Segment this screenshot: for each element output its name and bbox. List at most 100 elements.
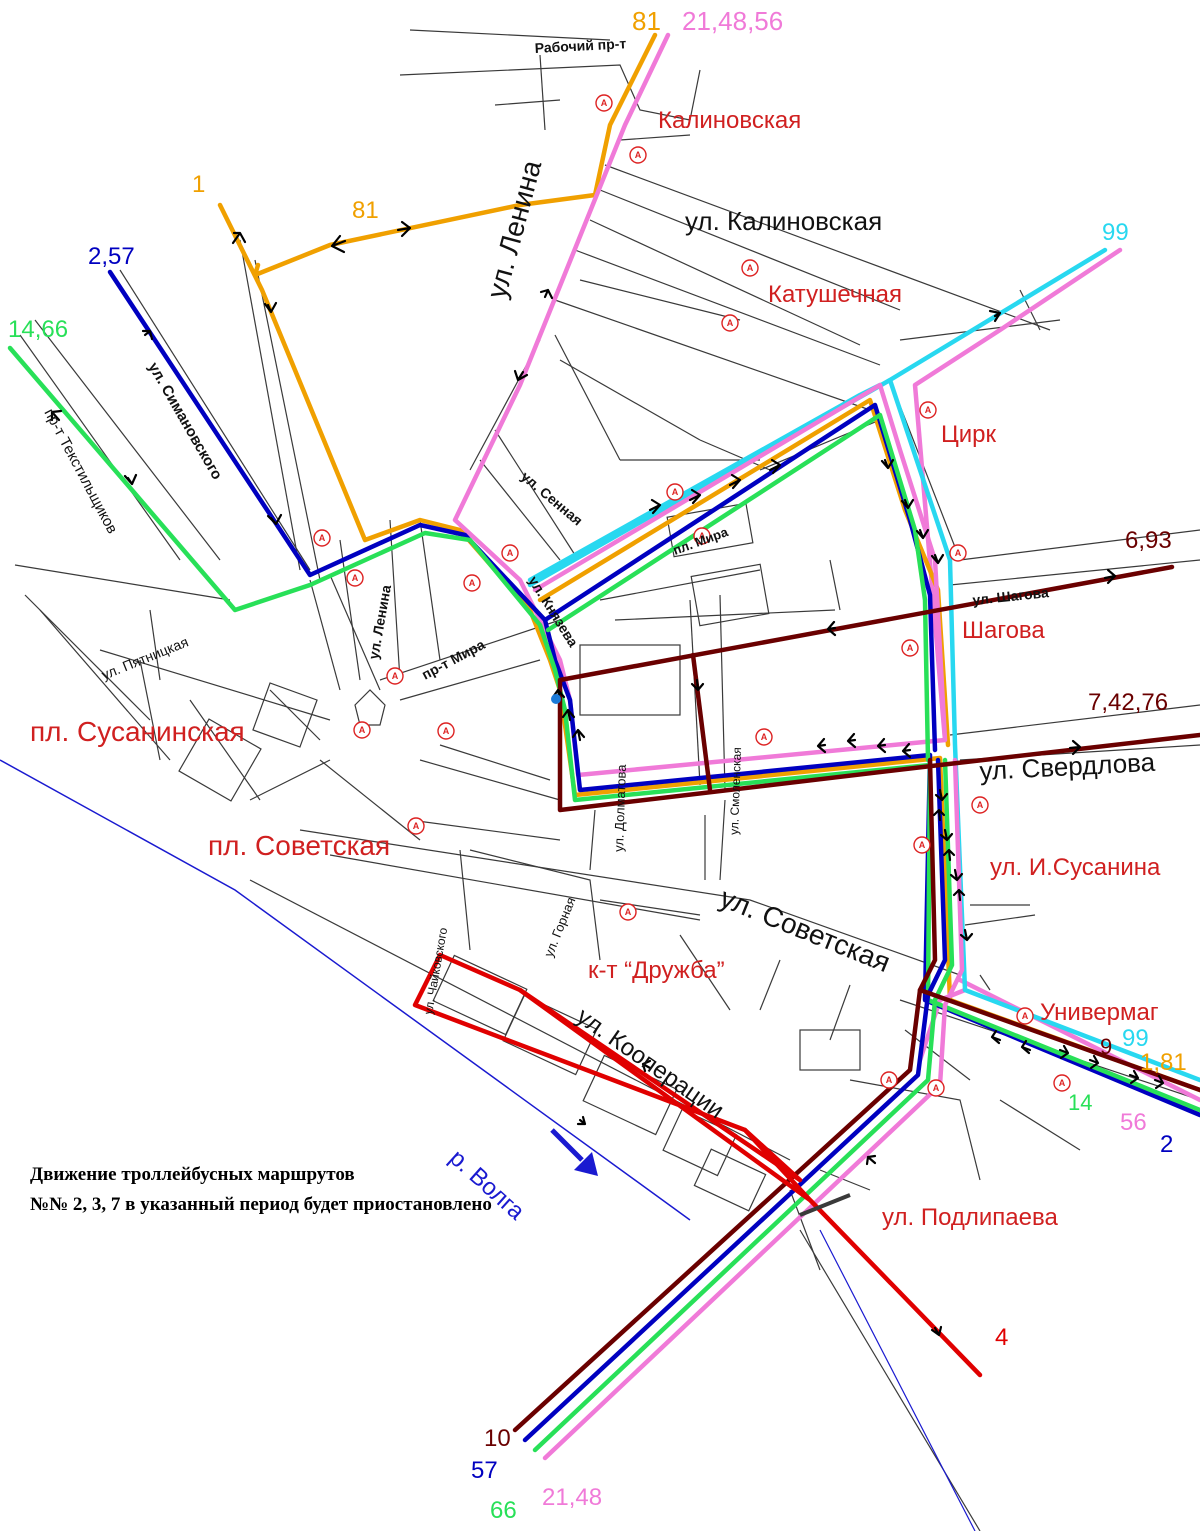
bus-stop-icon: [595, 94, 613, 112]
route-label-10: 10: [484, 1425, 511, 1452]
bus-stop-icon: [386, 667, 404, 685]
route-loop-green: [545, 412, 931, 763]
street-smolenskaya: ул. Смоленская: [727, 747, 744, 835]
bus-stop-letter: А: [413, 821, 420, 831]
bus-stop-icon: [313, 529, 331, 547]
bus-stop-letter: А: [977, 800, 984, 810]
bus-stop-letter: А: [635, 150, 642, 160]
bus-stop-icon: [353, 721, 371, 739]
street-network: [14, 29, 1200, 1531]
bus-stop-letter: А: [699, 531, 706, 541]
bus-stop-letter: А: [886, 1075, 893, 1085]
route-99: [527, 247, 1200, 1083]
route-label-2-57: 2,57: [88, 243, 135, 270]
route-number-labels: 81 21,48,56 1 81 2,57 14,66 99 6,93 7,42…: [8, 6, 1187, 1524]
bus-stop-icon: [880, 1071, 898, 1089]
route-label-9: 9: [1100, 1034, 1112, 1059]
route-south-blue: [522, 757, 948, 1443]
route-4: [412, 952, 983, 1378]
place-labels: Калиновская Катушечная Цирк Шагова пл. С…: [30, 107, 1161, 1231]
route-loop-pink: [532, 382, 948, 743]
street-gornaya: ул. Горная: [541, 895, 579, 959]
route-label-7-42-76: 7,42,76: [1088, 689, 1168, 716]
bus-stop-icon: [755, 728, 773, 746]
bus-stop-letter: А: [933, 1083, 940, 1093]
street-kalinovskaya: ул. Калиновская: [685, 206, 882, 236]
route-4-loop: [517, 987, 803, 1183]
stop-label-univermag: Универмаг: [1040, 999, 1159, 1026]
route-label-81-mid: 81: [352, 197, 379, 224]
bus-stop-letter: А: [352, 573, 359, 583]
notice-line-2: №№ 2, 3, 7 в указанный период будет прио…: [30, 1194, 492, 1215]
street-shagova: ул. Шагова: [972, 584, 1050, 608]
bus-stop-icon: [666, 483, 684, 501]
street-simanovskogo: ул. Симановского: [145, 360, 226, 483]
bus-stop-icon: [693, 527, 711, 545]
route-label-14-right: 14: [1068, 1090, 1092, 1115]
route-south-green: [532, 757, 955, 1453]
bus-stop-letter: А: [672, 487, 679, 497]
bus-stop-letter: А: [727, 318, 734, 328]
bus-stop-letter: А: [955, 548, 962, 558]
stop-label-kalinovskaya: Калиновская: [658, 107, 801, 134]
stop-label-shagova: Шагова: [962, 617, 1045, 644]
route-label-56-right: 56: [1120, 1109, 1147, 1136]
bus-stop-icon: [927, 1079, 945, 1097]
route-label-6-93: 6,93: [1125, 527, 1172, 554]
bus-stop-letter: А: [469, 578, 476, 588]
bus-stop-letter: А: [1022, 1011, 1029, 1021]
bus-stop-letter: А: [507, 548, 514, 558]
street-tekstilshchikov: пр-т Текстильщиков: [40, 406, 120, 537]
bus-stop-icon: [949, 544, 967, 562]
route-label-57: 57: [471, 1457, 498, 1484]
bus-stop-letter: А: [747, 263, 754, 273]
bus-stop-letter: А: [761, 732, 768, 742]
bus-stop-letter: А: [625, 907, 632, 917]
trolleybus-routes: [7, 32, 1200, 1461]
bus-stop-icon: [913, 836, 931, 854]
street-lenina-small: ул. Ленина: [365, 583, 394, 660]
bus-stop-icon: [1016, 1007, 1034, 1025]
bus-stop-icon: [407, 817, 425, 835]
notice-line-1: Движение троллейбусных маршрутов: [30, 1164, 355, 1185]
route-label-4: 4: [995, 1324, 1008, 1351]
street-pyatnitskaya: ул. Пятницкая: [99, 633, 190, 682]
street-sverdlova: ул. Свердлова: [979, 747, 1157, 786]
route-south-maroon: [512, 757, 938, 1433]
route-7-42-76: [690, 652, 1200, 1093]
bus-stop-icon: [463, 574, 481, 592]
bus-stop-letter: А: [319, 533, 326, 543]
stop-label-susaninskaya: пл. Сусанинская: [30, 716, 245, 747]
bus-stop-icon: [919, 401, 937, 419]
bus-stop-letter: А: [919, 840, 926, 850]
river-arrow-icon: [550, 1128, 598, 1176]
stop-label-sovetskaya-pl: пл. Советская: [208, 830, 390, 861]
direction-arrows: [50, 220, 1165, 1337]
route-6-93: [557, 564, 1200, 813]
bus-stop-icon: [1053, 1074, 1071, 1092]
bus-stop-letter: А: [925, 405, 932, 415]
route-label-2-right: 2: [1160, 1131, 1173, 1158]
street-dolmatova: ул. Долматова: [611, 763, 629, 852]
bus-stop-icon: [437, 722, 455, 740]
bus-stop-letter: А: [392, 671, 399, 681]
route-label-99-top: 99: [1102, 219, 1129, 246]
stop-label-katushechnaya: Катушечная: [768, 281, 902, 308]
route-label-21-48-56-top: 21,48,56: [682, 6, 783, 36]
bus-stop-icon: [346, 569, 364, 587]
route-label-21-48: 21,48: [542, 1484, 602, 1511]
volga-river: [0, 759, 976, 1531]
bus-stop-icon: [901, 639, 919, 657]
route-label-14-66: 14,66: [8, 316, 68, 343]
route-81-north: [252, 32, 658, 278]
street-rabochiy: Рабочий пр-т: [534, 35, 626, 56]
bus-stop-icon: [501, 544, 519, 562]
stop-label-druzhba: к-т “Дружба”: [588, 957, 725, 984]
bus-stop-letter: А: [1059, 1078, 1066, 1088]
street-lenina-big: ул. Ленина: [481, 157, 548, 302]
bus-stop-icon: [629, 146, 647, 164]
stop-label-tsirk: Цирк: [941, 421, 997, 448]
stop-label-i-susanina: ул. И.Сусанина: [990, 854, 1161, 881]
